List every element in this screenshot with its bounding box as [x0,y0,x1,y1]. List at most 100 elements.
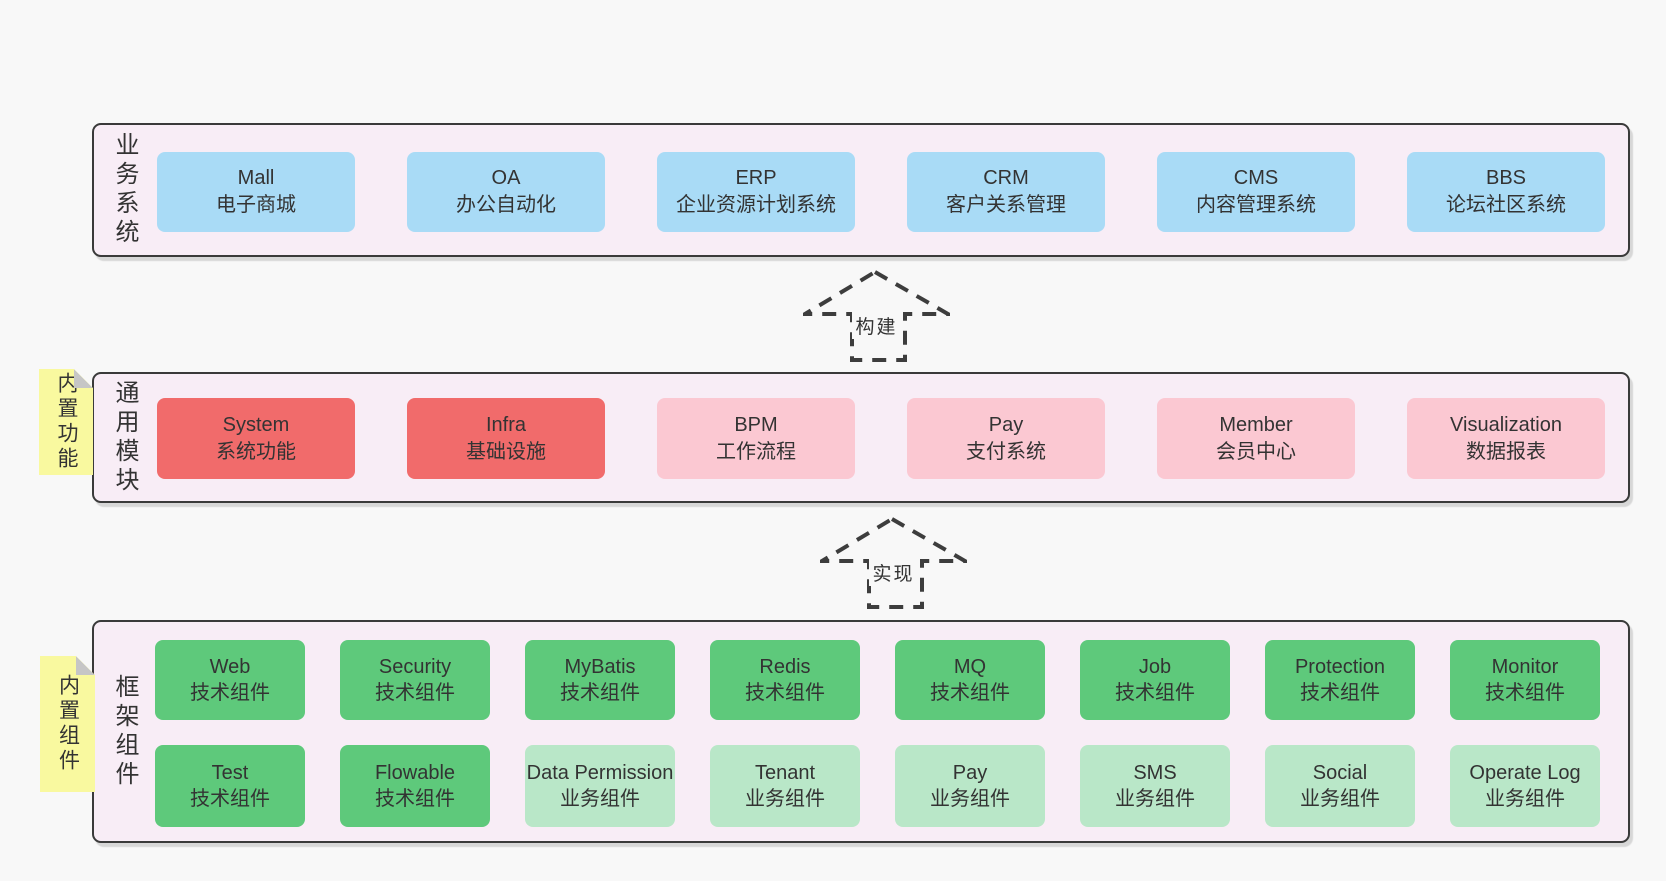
panel-common-modules: 内置功能 通用模块 System 系统功能 Infra 基础设施 BPM 工作流… [92,372,1630,503]
card-operate-log: Operate Log 业务组件 [1450,745,1600,827]
card-title: BPM [734,413,778,436]
card-subtitle: 支付系统 [966,440,1046,463]
card-subtitle: 技术组件 [745,682,825,704]
panel-framework-components: 内置组件 框架组件 Web 技术组件 Security 技术组件 MyBatis… [92,620,1630,843]
card-title: Mall [237,167,275,189]
card-subtitle: 系统功能 [216,440,296,463]
card-title: Operate Log [1469,762,1581,784]
card-social: Social 业务组件 [1265,745,1415,827]
card-subtitle: 数据报表 [1466,440,1546,463]
card-redis: Redis 技术组件 [710,640,860,720]
framework-row-1: Web 技术组件 Security 技术组件 MyBatis 技术组件 Redi… [155,640,1600,720]
card-system: System 系统功能 [157,398,355,479]
build-arrow-label: 构建 [851,312,902,339]
card-subtitle: 技术组件 [930,682,1010,704]
card-title: Web [209,656,251,678]
card-subtitle: 基础设施 [466,440,546,463]
card-subtitle: 业务组件 [745,788,825,810]
card-subtitle: 工作流程 [716,440,796,463]
card-subtitle: 会员中心 [1216,440,1296,463]
card-pay-component: Pay 业务组件 [895,745,1045,827]
card-mybatis: MyBatis 技术组件 [525,640,675,720]
card-sms: SMS 业务组件 [1080,745,1230,827]
card-oa: OA 办公自动化 [407,152,605,232]
business-row: Mall 电子商城 OA 办公自动化 ERP 企业资源计划系统 CRM 客户关系… [157,152,1605,232]
sticky-note-built-in-features: 内置功能 [39,369,93,475]
card-subtitle: 办公自动化 [456,194,556,216]
card-subtitle: 业务组件 [1115,788,1195,810]
card-subtitle: 技术组件 [1300,682,1380,704]
card-job: Job 技术组件 [1080,640,1230,720]
card-title: Job [1138,656,1172,678]
card-tenant: Tenant 业务组件 [710,745,860,827]
card-title: Pay [988,413,1024,436]
card-title: System [222,413,290,436]
implement-arrow-label: 实现 [868,559,919,586]
card-title: MQ [953,656,987,678]
panel-modules-label: 通用模块 [111,379,138,496]
panel-business-label: 业务系统 [111,132,138,248]
up-arrow-icon [820,516,967,609]
card-title: Protection [1294,656,1386,678]
panel-framework-label: 框架组件 [111,673,138,790]
card-title: Member [1219,413,1293,436]
card-crm: CRM 客户关系管理 [907,152,1105,232]
card-subtitle: 业务组件 [560,788,640,810]
card-title: OA [491,167,521,189]
card-subtitle: 技术组件 [1115,682,1195,704]
card-subtitle: 技术组件 [190,788,270,810]
card-title: Tenant [754,762,816,784]
card-bbs: BBS 论坛社区系统 [1407,152,1605,232]
card-title: Redis [759,656,811,678]
card-title: BBS [1485,167,1527,189]
sticky-note-text: 内置功能 [55,372,78,472]
card-title: Social [1312,762,1368,784]
card-title: Flowable [374,762,456,784]
card-title: MyBatis [564,656,636,678]
card-monitor: Monitor 技术组件 [1450,640,1600,720]
card-title: SMS [1133,762,1177,784]
card-subtitle: 论坛社区系统 [1446,194,1566,216]
card-flowable: Flowable 技术组件 [340,745,490,827]
card-title: Visualization [1450,413,1562,436]
card-bpm: BPM 工作流程 [657,398,855,479]
card-subtitle: 业务组件 [930,788,1010,810]
card-pay: Pay 支付系统 [907,398,1105,479]
card-data-permission: Data Permission 业务组件 [525,745,675,827]
framework-row-2: Test 技术组件 Flowable 技术组件 Data Permission … [155,745,1600,827]
card-subtitle: 业务组件 [1485,788,1565,810]
card-web: Web 技术组件 [155,640,305,720]
card-visualization: Visualization 数据报表 [1407,398,1605,479]
card-protection: Protection 技术组件 [1265,640,1415,720]
card-subtitle: 技术组件 [375,682,455,704]
card-erp: ERP 企业资源计划系统 [657,152,855,232]
card-infra: Infra 基础设施 [407,398,605,479]
sticky-note-text: 内置组件 [56,674,80,774]
card-title: Pay [952,762,988,784]
card-title: Test [211,762,249,784]
card-mall: Mall 电子商城 [157,152,355,232]
card-title: ERP [735,167,777,189]
implement-arrow: 实现 [820,515,967,610]
card-security: Security 技术组件 [340,640,490,720]
card-subtitle: 电子商城 [216,194,296,216]
card-title: Infra [485,413,527,436]
card-subtitle: 技术组件 [375,788,455,810]
card-subtitle: 内容管理系统 [1196,194,1316,216]
sticky-note-built-in-components: 内置组件 [40,656,95,792]
panel-business-systems: 业务系统 Mall 电子商城 OA 办公自动化 ERP 企业资源计划系统 CRM… [92,123,1630,257]
card-subtitle: 技术组件 [190,682,270,704]
up-arrow-icon [803,269,950,362]
card-title: CMS [1233,167,1279,189]
card-cms: CMS 内容管理系统 [1157,152,1355,232]
card-title: Security [378,656,452,678]
modules-row: System 系统功能 Infra 基础设施 BPM 工作流程 Pay 支付系统… [157,398,1605,479]
card-test: Test 技术组件 [155,745,305,827]
card-subtitle: 客户关系管理 [946,194,1066,216]
card-member: Member 会员中心 [1157,398,1355,479]
card-subtitle: 技术组件 [1485,682,1565,704]
card-subtitle: 技术组件 [560,682,640,704]
card-title: Monitor [1491,656,1559,678]
build-arrow: 构建 [803,268,950,363]
